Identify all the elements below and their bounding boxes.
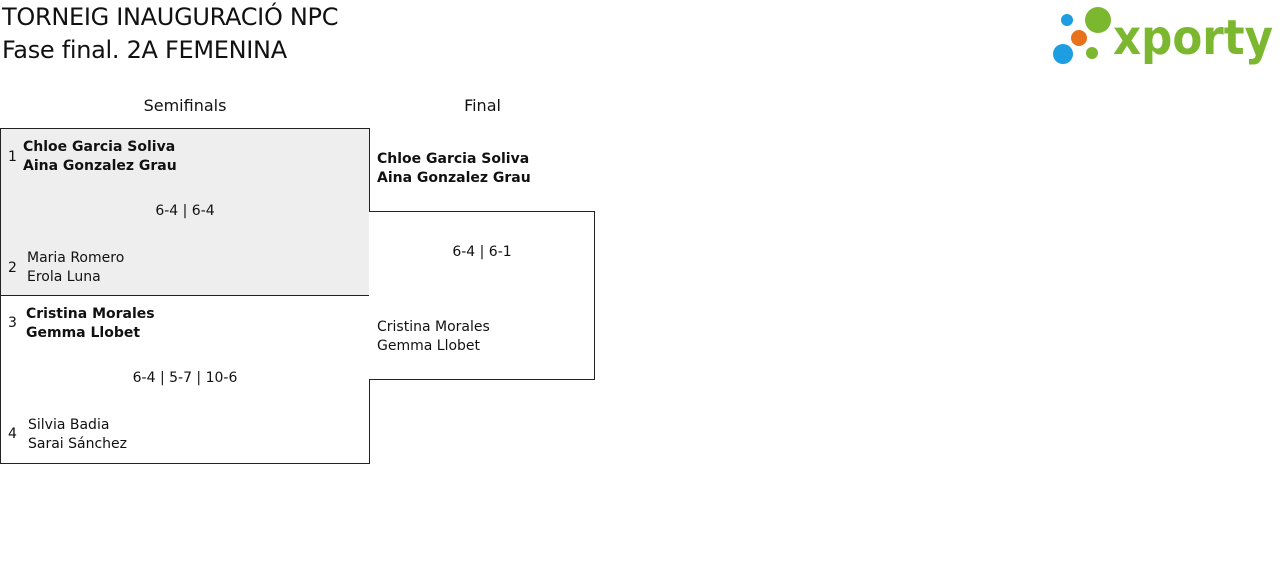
final-team-bottom: Cristina Morales Gemma Llobet [377,318,490,356]
semifinal-match-1: 1 Chloe Garcia Soliva Aina Gonzalez Grau… [0,128,370,296]
player-name: Sarai Sánchez [28,436,128,452]
team-top-winner: Chloe Garcia Soliva Aina Gonzalez Grau [23,138,177,176]
match-score: 6-4 | 5-7 | 10-6 [132,370,238,386]
tournament-title: TORNEIG INAUGURACIÓ NPC [2,3,339,31]
xporty-logo: xporty [1050,2,1276,68]
seed-number: 4 [8,426,17,442]
player-name: Maria Romero [27,250,125,266]
team-top-winner: Cristina Morales Gemma Llobet [26,305,155,343]
player-name: Chloe Garcia Soliva [377,151,530,167]
seed-number: 1 [8,149,17,165]
logo-dot-green-small [1086,47,1098,59]
logo-dot-orange [1071,30,1087,46]
player-name: Aina Gonzalez Grau [377,170,531,186]
final-match-score: 6-4 | 6-1 [452,244,512,260]
player-name: Chloe Garcia Soliva [23,139,176,155]
team-bottom: Maria Romero Erola Luna [27,249,124,287]
logo-dot-green [1085,7,1111,33]
final-match-connector [369,211,595,380]
player-name: Cristina Morales [377,319,490,335]
seed-number: 2 [8,260,17,276]
player-name: Erola Luna [27,269,101,285]
team-bottom: Silvia Badia Sarai Sánchez [28,416,127,454]
round-label-semifinals: Semifinals [143,96,227,115]
player-name: Gemma Llobet [377,338,481,354]
phase-subtitle: Fase final. 2A FEMENINA [2,36,287,64]
final-team-top-winner: Chloe Garcia Soliva Aina Gonzalez Grau [377,150,531,188]
logo-dot-blue-large [1053,44,1073,64]
player-name: Cristina Morales [26,306,155,322]
round-label-final: Final [464,96,501,115]
logo-wordmark: xporty [1113,10,1273,66]
logo-dot-blue-small [1061,14,1073,26]
player-name: Gemma Llobet [26,325,141,341]
player-name: Aina Gonzalez Grau [23,158,177,174]
player-name: Silvia Badia [28,417,110,433]
semifinal-match-2: 3 Cristina Morales Gemma Llobet 6-4 | 5-… [0,295,370,464]
seed-number: 3 [8,315,17,331]
match-score: 6-4 | 6-4 [155,203,215,219]
